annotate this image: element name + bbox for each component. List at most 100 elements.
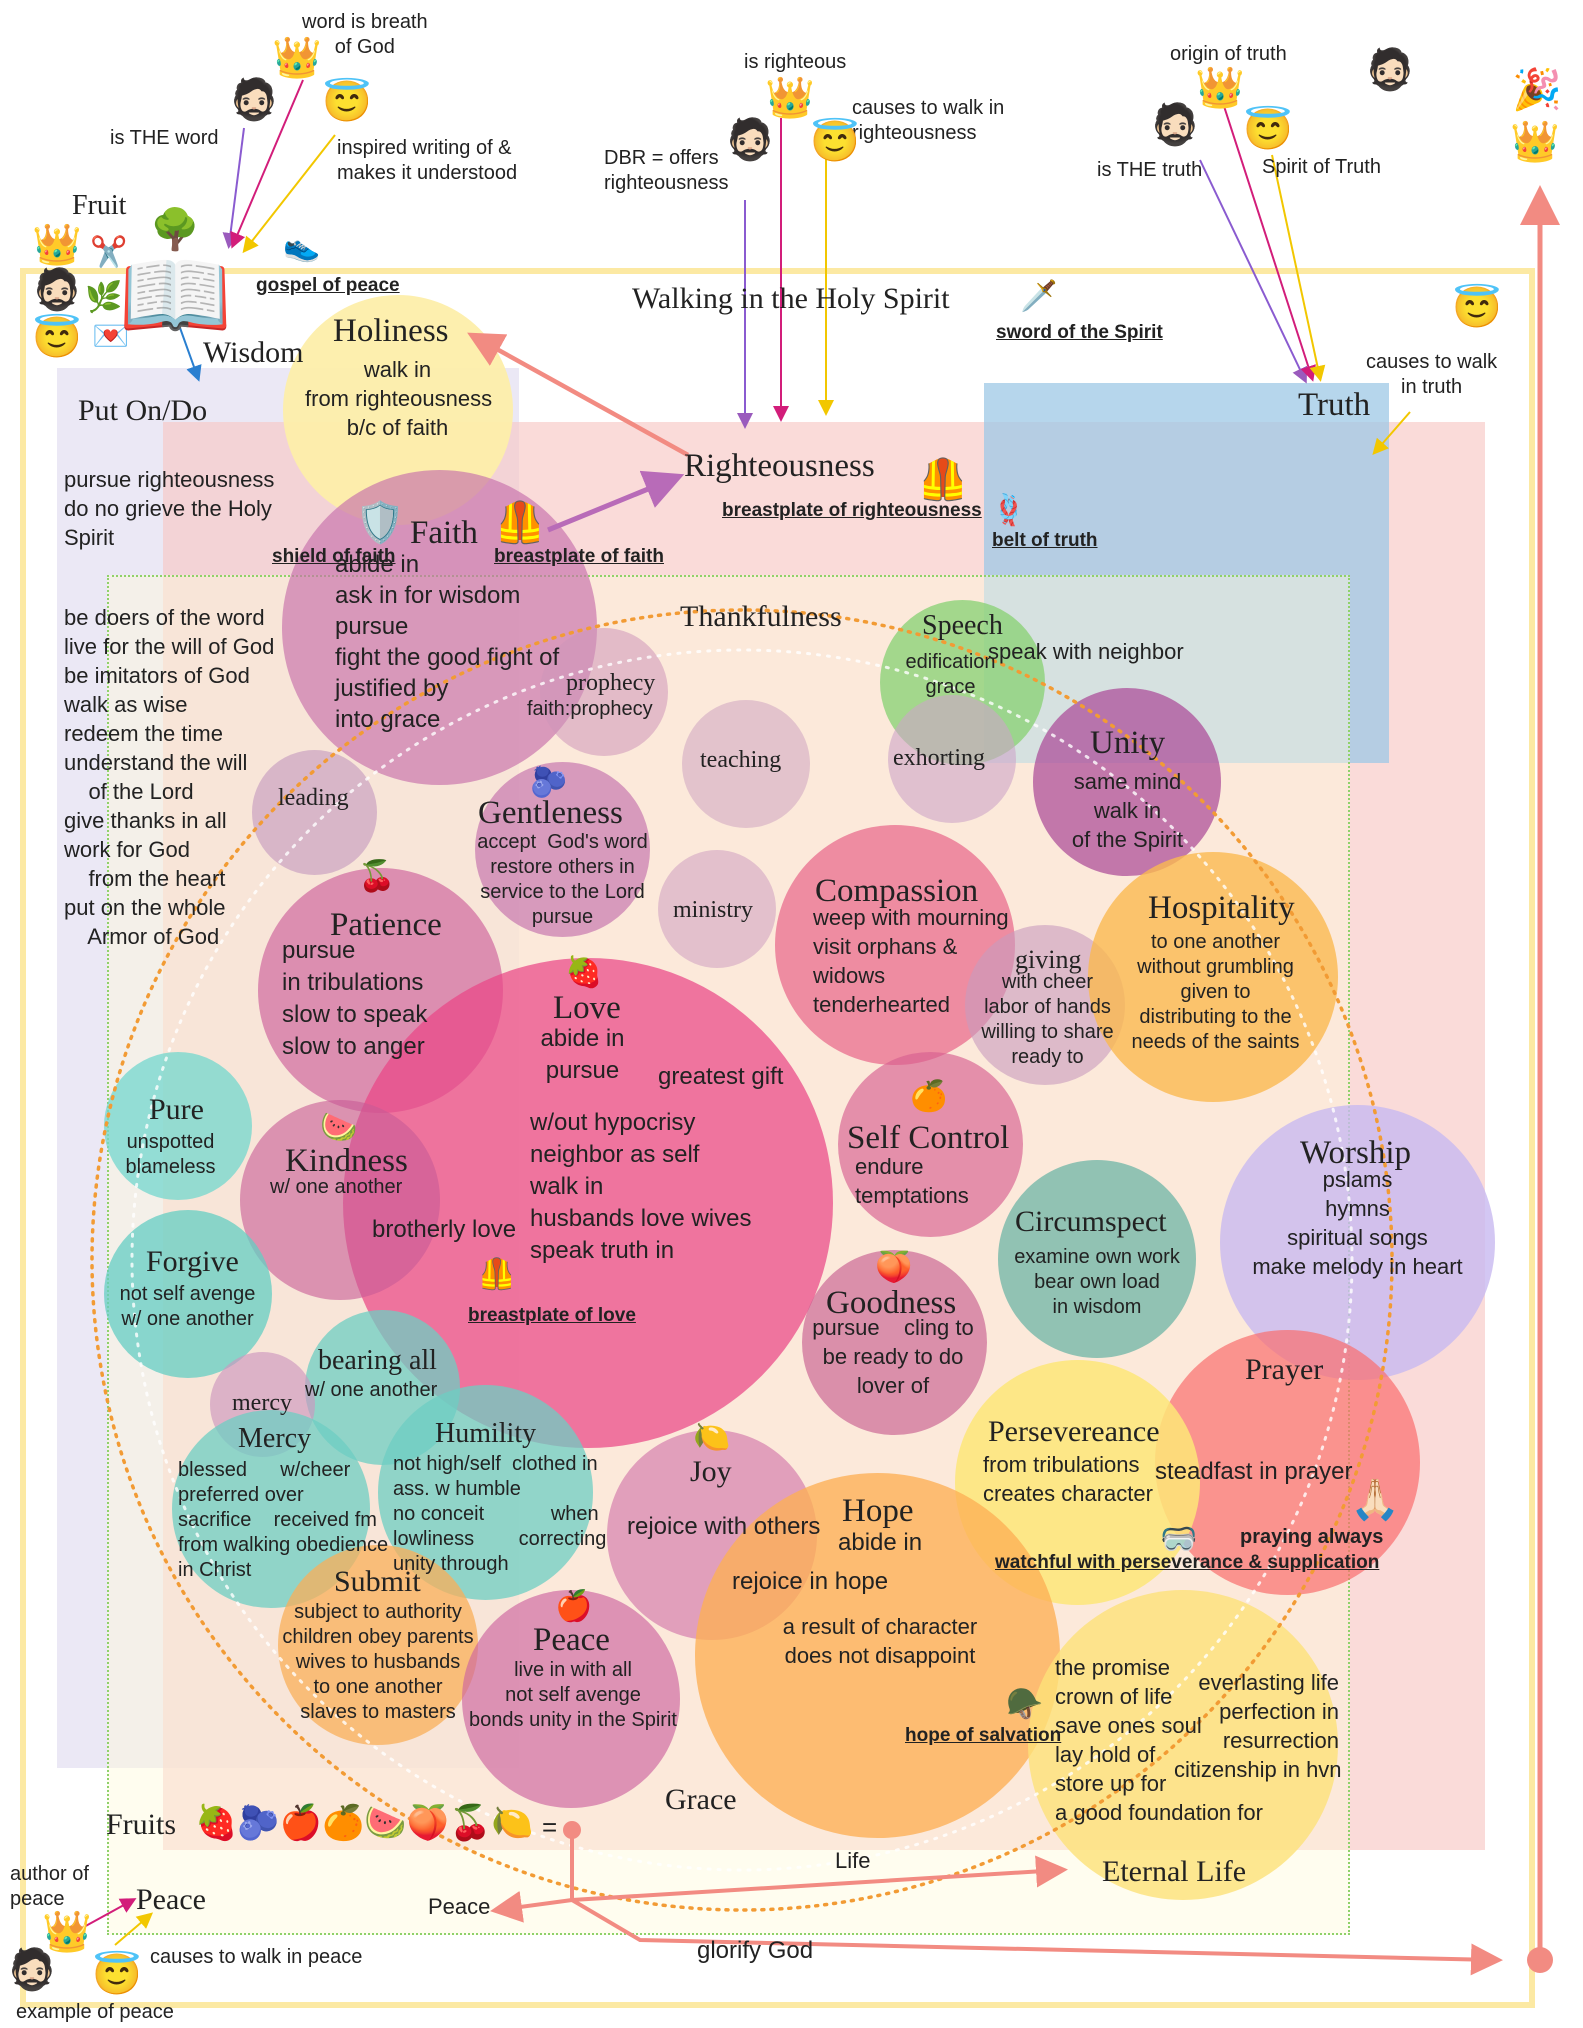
apple-icon: 🍎 [279, 1804, 323, 1842]
goodness-title: Goodness [826, 1285, 957, 1321]
speech-body: edification grace [905, 651, 996, 698]
breastplate-of-faith-label: breastplate of faith [494, 546, 664, 567]
truth-title: Truth [1298, 387, 1371, 423]
crown-icon: 👑 [765, 76, 815, 120]
praying-always-label: praying always [1240, 1526, 1384, 1548]
hospitality-bubble [1088, 852, 1338, 1102]
love-body: abide in pursue [540, 1025, 625, 1084]
self-control-body: endure temptations [855, 1154, 969, 1208]
person-icon: 🧔🏻 [7, 1948, 57, 1992]
shoe-icon: 👟 [283, 230, 321, 263]
angel-icon: 😇 [322, 80, 372, 124]
peace-left-label: Peace [136, 1883, 206, 1916]
eternal-left: the promise crown of life save ones soul… [1055, 1655, 1263, 1825]
forgive-title: Forgive [146, 1245, 239, 1278]
causes-walk-truth-label: causes to walk in truth [1366, 351, 1498, 398]
humility-title: Humility [435, 1418, 537, 1449]
perseverance-title: Persevereance [988, 1415, 1160, 1448]
eternal-bubble [1028, 1590, 1338, 1900]
kindness-body: w/ one another [270, 1176, 403, 1198]
watermelon-icon: 🍉 [364, 1804, 407, 1842]
party-popper-icon: 🎉 [1512, 68, 1562, 112]
compassion-body: weep with mourning visit orphans & widow… [813, 905, 1009, 1017]
breastplate-of-love-label: breastplate of love [468, 1305, 636, 1326]
ministry-bubble [658, 850, 776, 968]
outer-border-frame [20, 268, 1535, 2008]
goodness-bubble [802, 1250, 987, 1435]
worship-body: pslams hymns spiritual songs make melody… [1252, 1167, 1463, 1279]
heart-icon: 💌 [92, 320, 130, 353]
person-icon: 🧔🏻 [1150, 103, 1200, 147]
vest-icon: 🦺 [918, 458, 968, 502]
angel-icon: 😇 [1243, 108, 1293, 152]
lemon-icon: 🍋 [693, 1421, 731, 1454]
leading-title: leading [278, 785, 349, 811]
goggles-icon: 🥽 [1160, 1523, 1198, 1556]
speech-title: Speech [922, 610, 1003, 641]
causes-walk-righteousness-label: causes to walk in righteousness [852, 97, 1005, 144]
unity-title: Unity [1090, 725, 1166, 761]
praying-hands-icon: 🙏🏻 [1350, 1478, 1400, 1522]
faith-bubble [282, 470, 597, 785]
person-icon: 🧔🏻 [1365, 48, 1415, 92]
circumspect-bubble [998, 1160, 1196, 1358]
orange-icon: 🍊 [910, 1080, 948, 1113]
mercy-body: blessed w/cheer preferred over sacrifice… [178, 1459, 389, 1581]
unity-bubble [1033, 688, 1221, 876]
is-righteous-label: is righteous [744, 51, 847, 73]
peace-mid-label: Peace [428, 1894, 491, 1919]
belt-icon: 🪢 [990, 494, 1028, 527]
hospitality-body: to one another without grumbling given t… [1131, 931, 1300, 1053]
author-of-peace-label: author of peace [10, 1863, 89, 1910]
love-title: Love [553, 990, 621, 1026]
dbr-offers-label: DBR = offers righteousness [604, 147, 729, 194]
blueberries-icon: 🫐 [530, 766, 568, 799]
crown-icon: 👑 [42, 1910, 92, 1954]
peace-bubble [462, 1590, 680, 1808]
goodness-body: pursue cling to be ready to do lover of [812, 1315, 974, 1398]
faith-body: abide in ask in for wisdom pursue fight … [335, 551, 560, 733]
gentleness-title: Gentleness [478, 795, 623, 831]
hope-result: a result of character does not disappoin… [782, 1614, 978, 1668]
crown-icon: 👑 [1195, 66, 1245, 110]
peace-title: Peace [533, 1622, 610, 1658]
gentleness-bubble [475, 762, 650, 937]
word-is-breath-label: word is breath of God [302, 11, 428, 58]
righteousness-title: Righteousness [684, 448, 875, 484]
mercy-small-title: mercy [232, 1390, 292, 1416]
strawberry-icon: 🍓 [565, 956, 603, 989]
faith-title: Faith [410, 515, 478, 551]
peace-body: live in with all not self avenge bonds u… [469, 1659, 677, 1731]
herb-icon: 🌿 [85, 281, 123, 314]
sword-icon: 🗡️ [1020, 280, 1058, 313]
teaching-title: teaching [700, 747, 782, 773]
angel-icon: 😇 [32, 316, 82, 360]
submit-title: Submit [334, 1565, 421, 1598]
joy-body: rejoice with others [627, 1513, 821, 1540]
put-on-list-b: be doers of the word live for the will o… [64, 605, 275, 949]
giving-title: giving [1015, 945, 1082, 974]
fruits-icons: 🍓🫐🍎🍊🍉🍑🍒🍋 [195, 1803, 534, 1843]
gentleness-body: accept God's word restore others in serv… [477, 831, 648, 928]
bearing-all-body: w/ one another [305, 1379, 438, 1401]
perseverance-body: from tribulations creates character [983, 1452, 1153, 1506]
walking-title: Walking in the Holy Spirit [632, 282, 950, 315]
eternal-right: everlasting life perfection in resurrect… [1174, 1670, 1342, 1782]
prayer-body: steadfast in prayer [1155, 1458, 1353, 1485]
unity-body: same mind walk in of the Spirit [1071, 769, 1184, 852]
hospitality-title: Hospitality [1148, 890, 1295, 926]
self-control-bubble [838, 1052, 1023, 1237]
wisdom-label: Wisdom [203, 336, 304, 369]
hope-of-salvation-label: hope of salvation [905, 1725, 1062, 1746]
fruit-label: Fruit [72, 190, 127, 221]
vest-icon: 🦺 [495, 501, 545, 545]
gospel-of-peace-label: gospel of peace [256, 275, 400, 296]
strawberry-icon: 🍓 [195, 1804, 238, 1842]
spirit-of-truth-label: Spirit of Truth [1262, 156, 1381, 178]
circumspect-title: Circumspect [1015, 1205, 1167, 1238]
crown-icon: 👑 [1510, 120, 1560, 164]
tree-icon: 🌳 [150, 208, 200, 252]
sword-of-the-spirit-label: sword of the Spirit [996, 322, 1163, 343]
kindness-title: Kindness [285, 1143, 408, 1179]
